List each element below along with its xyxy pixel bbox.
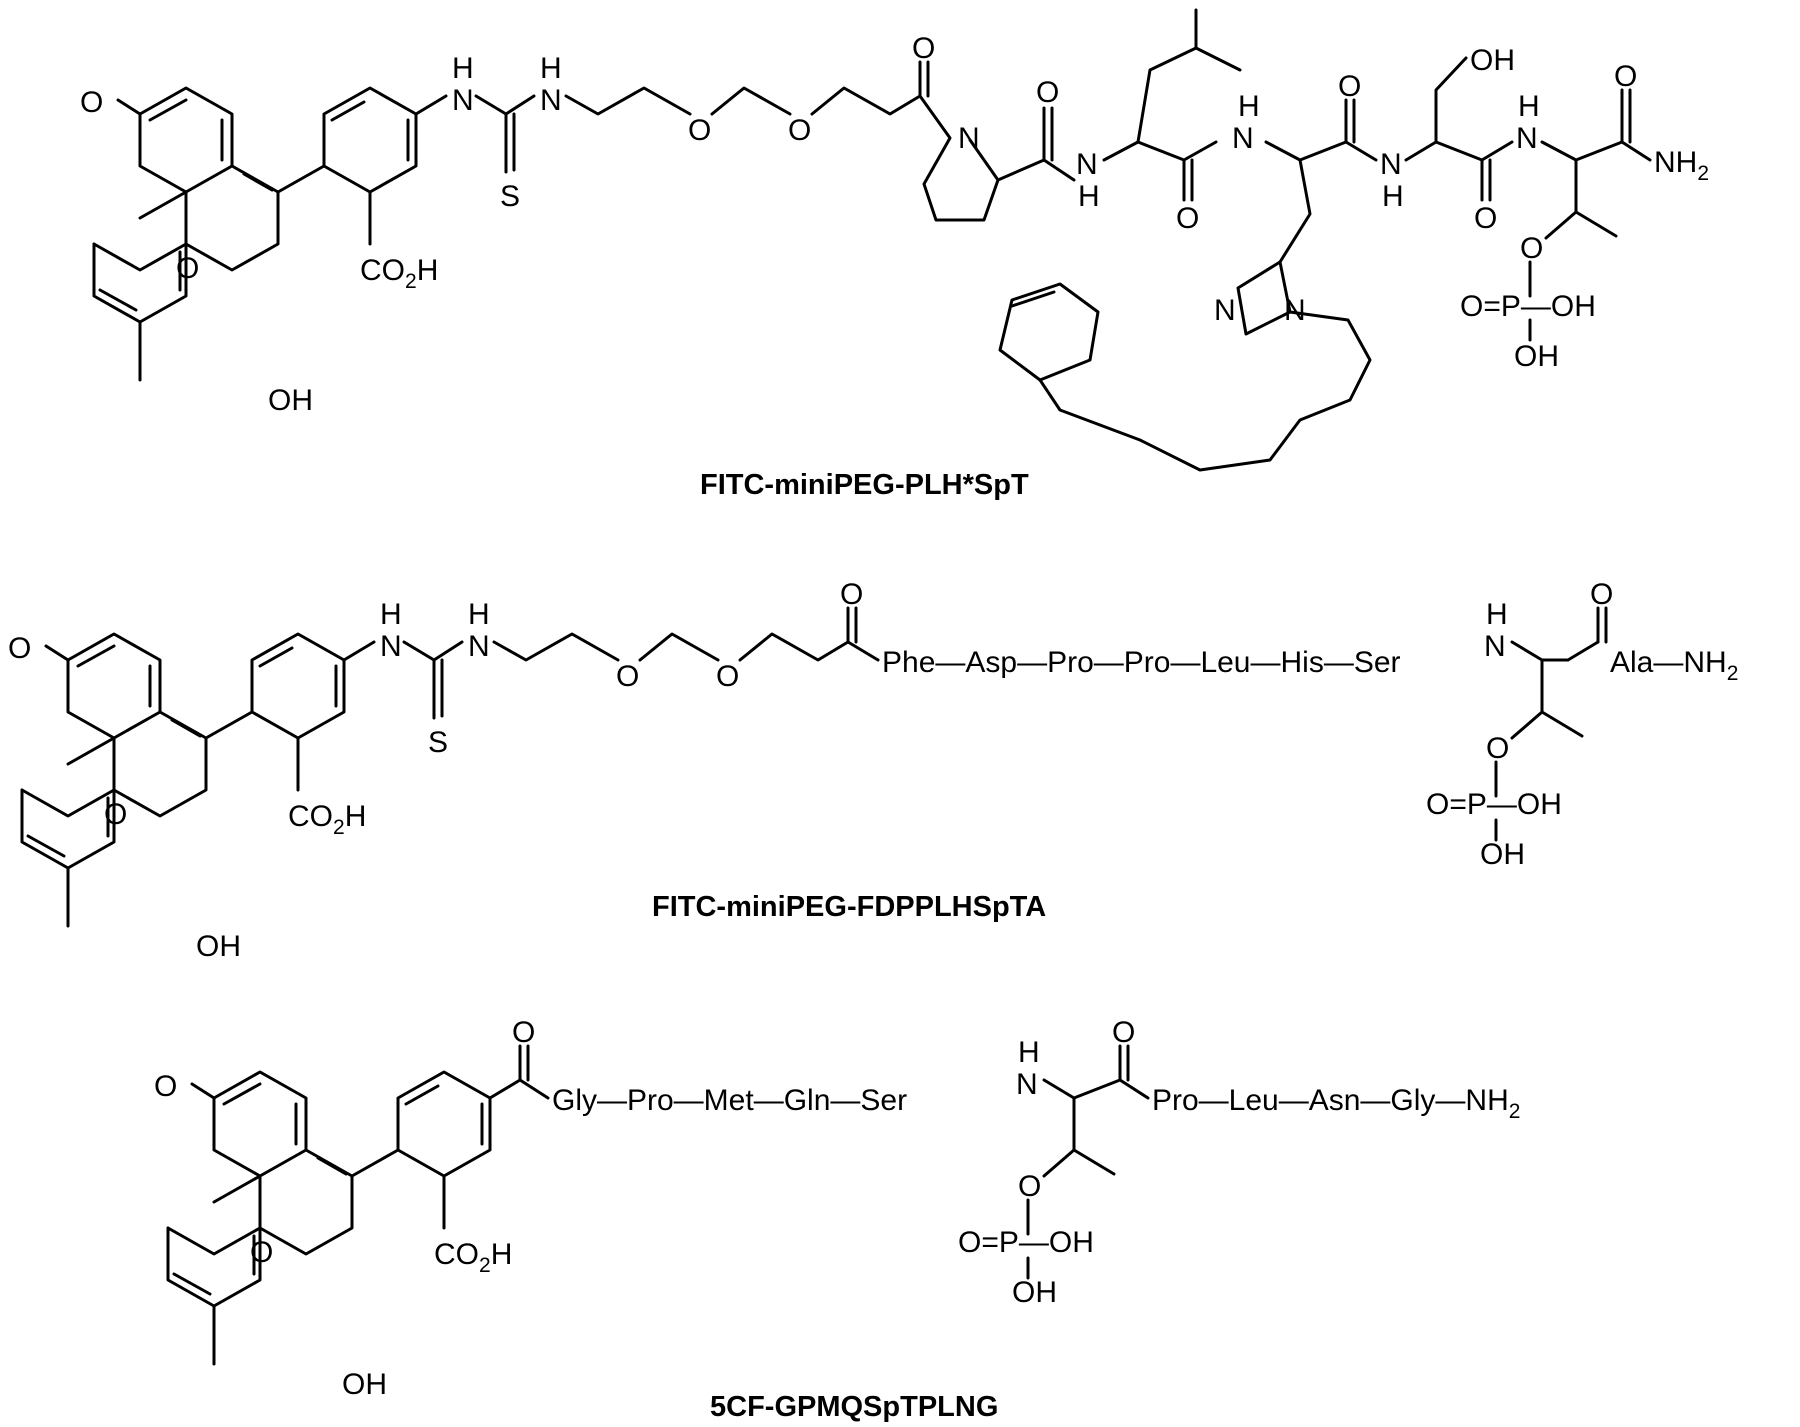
nh2-n-label: N <box>468 630 490 663</box>
molecule-3-atom-labels: O O OH CO2H O Gly—Pro—Met—Gln—Ser N H O … <box>154 1016 1520 1401</box>
molecule-2-atom-labels: O O OH CO2H H N H N S O O O Phe—Asp—Pro—… <box>8 578 1738 963</box>
acyl-o-label: O <box>840 578 863 611</box>
peg-o2-label: O <box>788 114 811 147</box>
molecule-fitc-minipeg-fdpplhspta: O O OH CO2H H N H N S O O O Phe—Asp—Pro—… <box>8 578 1738 963</box>
phos-o-label: O <box>1486 732 1509 765</box>
peg-o1-label: O <box>616 660 639 693</box>
imidazole-n-label: N <box>1214 294 1236 327</box>
thr-nh-n-label: N <box>1016 1068 1038 1101</box>
nh1-n-label: N <box>380 630 402 663</box>
phos-oh-label: OH <box>1514 340 1559 373</box>
his-o-label: O <box>1338 70 1361 103</box>
leu-nh-h-label: H <box>1078 180 1100 213</box>
ala-nh2-label: Ala—NH2 <box>1610 646 1738 685</box>
thr-o-label: O <box>1112 1016 1135 1049</box>
leu-o-label: O <box>1176 202 1199 235</box>
carbonyl-o-label: O <box>80 86 103 119</box>
ring-o-label: O <box>176 252 199 285</box>
thio-s-label: S <box>500 180 520 213</box>
caption-3: 5CF-GPMQSpTPLNG <box>710 1391 998 1423</box>
nh2-h-label: H <box>468 598 490 631</box>
phos-p-label: O=P—OH <box>1460 290 1596 323</box>
phos-o-label: O <box>1520 232 1543 265</box>
molecule-5cf-gpmqsptplng: O O OH CO2H O Gly—Pro—Met—Gln—Ser N H O … <box>154 1016 1520 1423</box>
hydroxyl-label: OH <box>196 930 241 963</box>
thr-nh-n-label: N <box>1484 630 1506 663</box>
co2h-label: CO2H <box>360 254 438 293</box>
imidazole-n-alkyl-label: N <box>1284 294 1306 327</box>
carbonyl-o-label: O <box>154 1070 177 1103</box>
hydroxyl-label: OH <box>268 384 313 417</box>
ser-nh-h-label: H <box>1382 180 1404 213</box>
thio-s-label: S <box>428 726 448 759</box>
phos-o-label: O <box>1018 1170 1041 1203</box>
acyl-o-label: O <box>512 1016 535 1049</box>
peg-o2-label: O <box>716 660 739 693</box>
thr-nh-h-label: H <box>1518 90 1540 123</box>
ser-nh-n-label: N <box>1380 148 1402 181</box>
ring-o-label: O <box>104 798 127 831</box>
peptide-sequence-label: Gly—Pro—Met—Gln—Ser <box>552 1084 907 1117</box>
fluorescein-core-1 <box>92 8 1652 472</box>
thr-nh-n-label: N <box>1516 122 1538 155</box>
phos-oh-label: OH <box>1480 838 1525 871</box>
pro-n-label: N <box>958 122 980 155</box>
carbonyl-o-label: O <box>8 632 31 665</box>
fluorescein-core-2 <box>20 606 1608 928</box>
molecule-fitc-minipeg-plh-spt: O O OH CO2H H N H N S O O O N O N H O N … <box>80 8 1709 501</box>
molecule-1-atom-labels: O O OH CO2H H N H N S O O O N O N H O N … <box>80 32 1709 417</box>
phos-p-label: O=P—OH <box>958 1226 1094 1259</box>
peptide-sequence-label: Phe—Asp—Pro—Pro—Leu—His—Ser <box>882 646 1401 679</box>
nh1-h-label: H <box>380 598 402 631</box>
thr-nh-h-label: H <box>1018 1036 1040 1069</box>
pro-o-label: O <box>1036 76 1059 109</box>
peptide-sequence-2-label: Pro—Leu—Asn—Gly—NH2 <box>1152 1084 1520 1123</box>
amide-nh2-label: NH2 <box>1654 146 1709 185</box>
hydroxyl-label: OH <box>342 1368 387 1401</box>
nh2-n-label: N <box>540 84 562 117</box>
phos-p-label: O=P—OH <box>1426 788 1562 821</box>
co2h-label: CO2H <box>288 800 366 839</box>
nh1-n-label: N <box>452 84 474 117</box>
amide-o-label: O <box>1614 60 1637 93</box>
peg-o1-label: O <box>688 114 711 147</box>
nh2-h-label: H <box>540 52 562 85</box>
thr-o-label: O <box>1590 578 1613 611</box>
co2h-label: CO2H <box>434 1238 512 1277</box>
acyl-o-label: O <box>912 32 935 65</box>
fluorescein-core-3 <box>166 1044 1150 1366</box>
his-nh-n-label: N <box>1232 122 1254 155</box>
his-nh-h-label: H <box>1238 90 1260 123</box>
phos-oh-label: OH <box>1012 1276 1057 1309</box>
caption-2: FITC-miniPEG-FDPPLHSpTA <box>652 891 1046 923</box>
leu-nh-n-label: N <box>1076 148 1098 181</box>
ser-o-label: O <box>1474 202 1497 235</box>
ring-o-label: O <box>250 1236 273 1269</box>
nh1-h-label: H <box>452 52 474 85</box>
thr-nh-h-label: H <box>1486 598 1508 631</box>
caption-1: FITC-miniPEG-PLH*SpT <box>700 469 1029 501</box>
ser-oh-label: OH <box>1470 44 1515 77</box>
